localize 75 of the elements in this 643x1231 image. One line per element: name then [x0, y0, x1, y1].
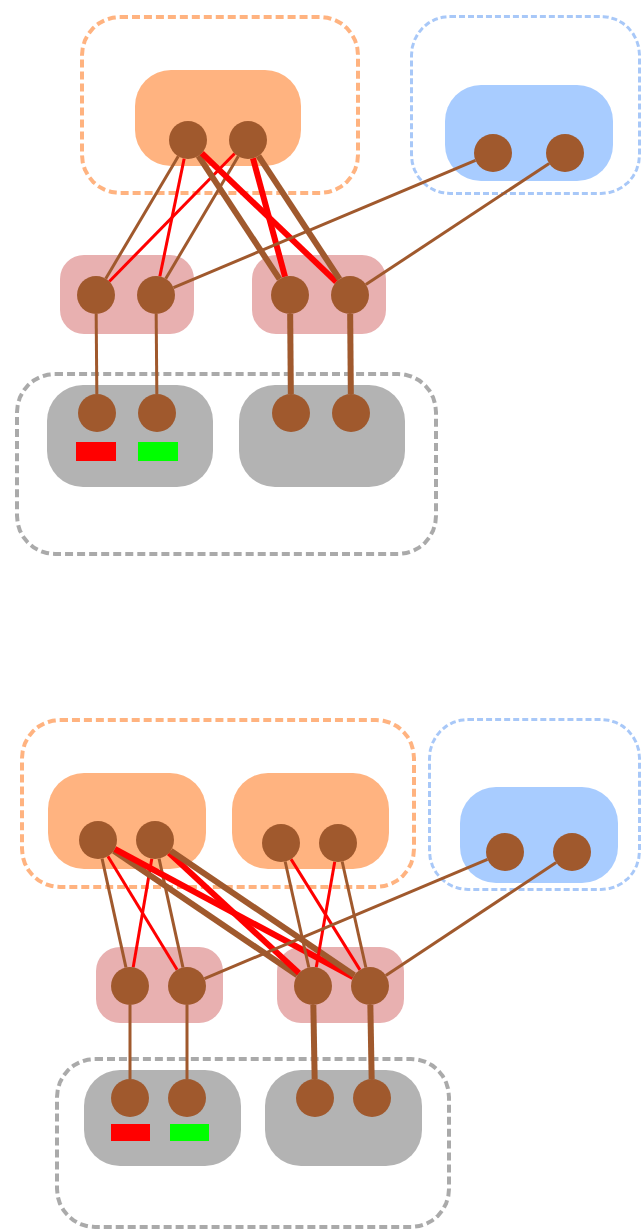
port-circle [553, 833, 591, 871]
connector-line [158, 158, 186, 277]
port-circle [262, 824, 300, 862]
port-circle [319, 824, 357, 862]
port-circle [111, 967, 149, 1005]
port-circle [351, 967, 389, 1005]
connector-line [113, 846, 355, 980]
connector-line [203, 858, 489, 980]
port-circle [78, 394, 116, 432]
connector-line [340, 861, 368, 968]
rounded-box [460, 787, 618, 883]
dashed-group-frame [428, 718, 641, 891]
dashed-group-frame [410, 15, 641, 195]
rounded-box [47, 385, 213, 487]
port-circle [77, 276, 115, 314]
dashed-group-frame [80, 15, 360, 195]
connector-line [314, 861, 337, 968]
connector-line [195, 154, 283, 281]
connector-line [108, 152, 236, 283]
connector-line [310, 1004, 318, 1080]
port-circle [79, 821, 117, 859]
connector-line [157, 858, 185, 968]
connector-line [287, 313, 294, 395]
port-circle [296, 1079, 334, 1117]
port-circle [353, 1079, 391, 1117]
connector-line [365, 162, 550, 286]
port-circle [169, 121, 207, 159]
connector-line [166, 850, 302, 976]
rounded-box [252, 255, 386, 334]
port-circle [546, 134, 584, 172]
port-circle [137, 276, 175, 314]
connector-line [385, 861, 557, 977]
connector-line [289, 858, 362, 971]
port-circle [168, 1079, 206, 1117]
connector-line [94, 314, 99, 394]
rounded-box [265, 1070, 422, 1166]
rounded-box [445, 85, 613, 181]
port-circle [332, 394, 370, 432]
dashed-group-frame [20, 718, 416, 889]
connector-line [199, 150, 339, 285]
dashed-group-frame [55, 1057, 451, 1229]
port-circle [136, 821, 174, 859]
dashed-group-frame [15, 372, 438, 556]
connector-line [169, 848, 356, 978]
rounded-box [60, 255, 194, 334]
port-circle [168, 967, 206, 1005]
port-circle [272, 394, 310, 432]
connector-line [100, 858, 128, 968]
rounded-box [232, 773, 389, 869]
connector-line [185, 1005, 189, 1079]
port-circle [474, 134, 512, 172]
rounded-box [96, 947, 223, 1023]
connector-line [128, 1005, 132, 1079]
port-circle [111, 1079, 149, 1117]
connector-line [250, 157, 288, 278]
connector-line [367, 1004, 375, 1080]
connector-line [164, 155, 240, 280]
port-circle [138, 394, 176, 432]
connector-line [172, 159, 477, 289]
rounded-box [239, 385, 405, 487]
connector-line [347, 313, 354, 395]
rounded-box [48, 773, 206, 869]
connector-line [106, 855, 179, 971]
connector-line [283, 861, 311, 968]
port-circle [294, 967, 332, 1005]
rounded-box [84, 1070, 241, 1166]
connector-line [131, 858, 154, 968]
connector-line [104, 155, 180, 280]
connector-line [255, 154, 343, 281]
port-circle [331, 276, 369, 314]
connector-line [154, 314, 159, 394]
rounded-box [135, 70, 301, 166]
port-circle [486, 833, 524, 871]
port-circle [271, 276, 309, 314]
port-circle [229, 121, 267, 159]
